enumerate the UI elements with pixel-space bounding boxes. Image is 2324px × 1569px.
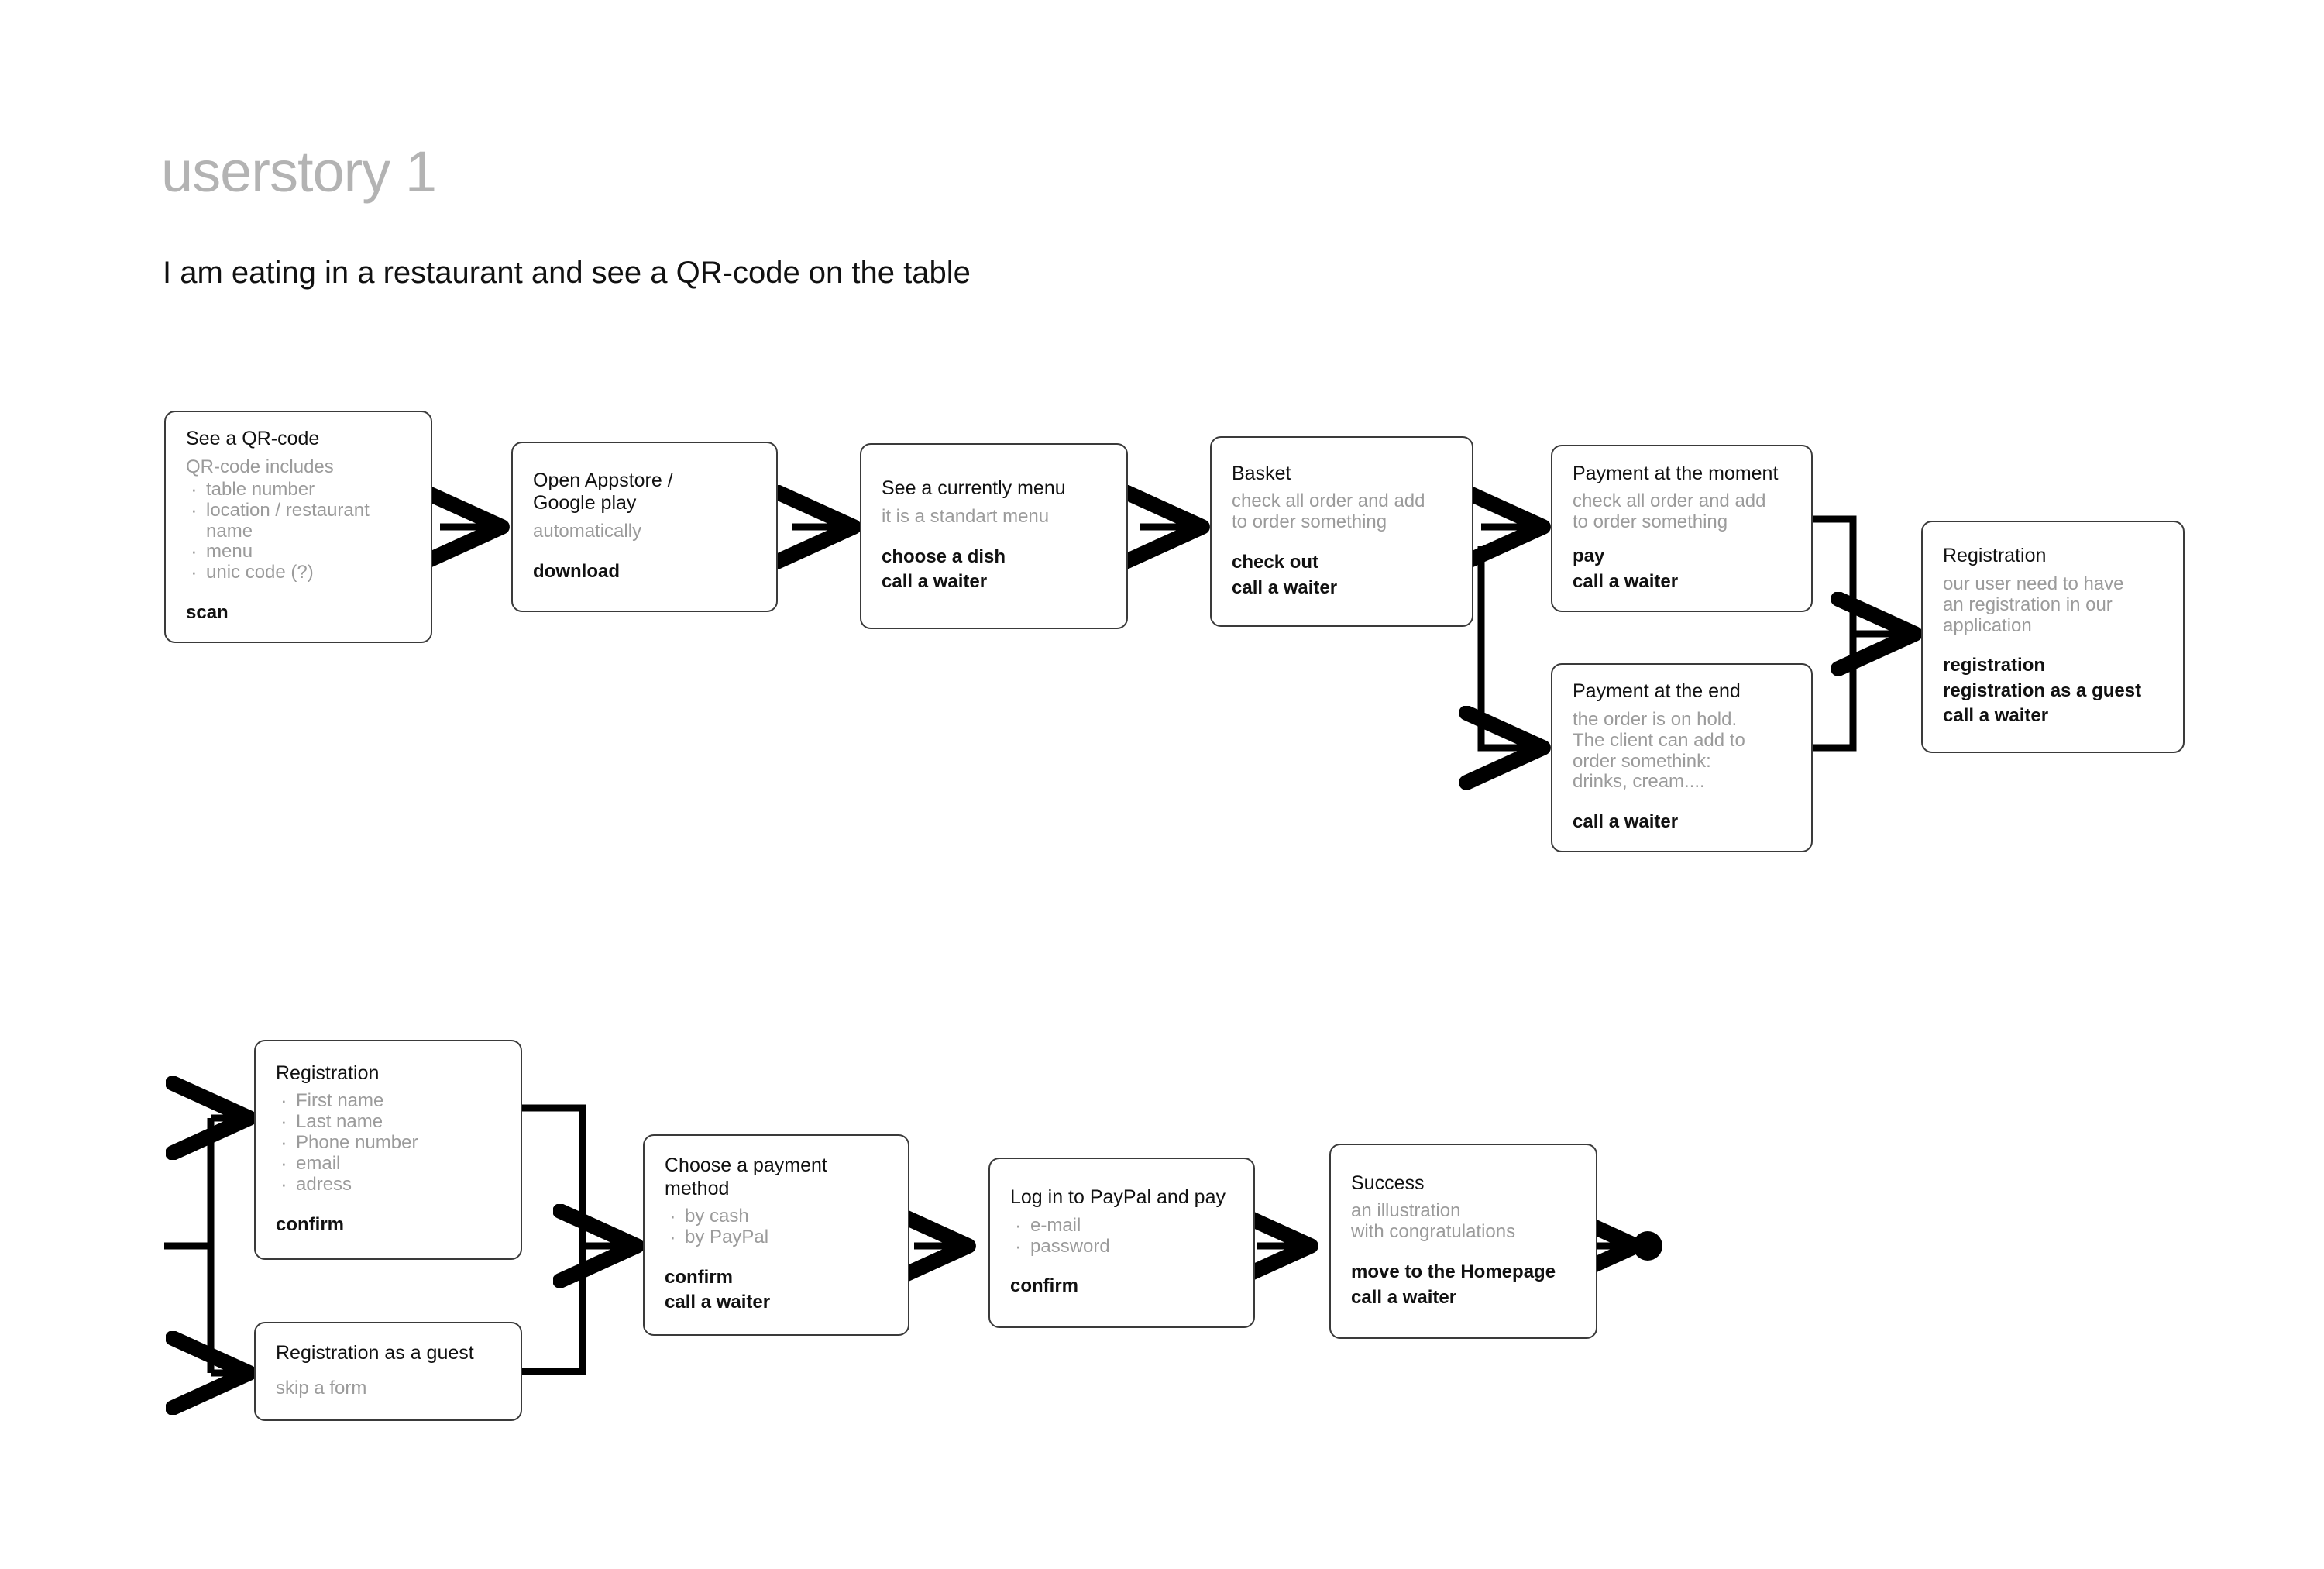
node-bullet-list: First name Last name Phone number email … [276,1089,502,1196]
list-item: e-mail [1015,1214,1235,1237]
node-title: Choose a payment method [665,1154,827,1199]
action-scan[interactable]: scan [186,602,229,624]
action-registration-as-a-guest[interactable]: registration as a guest [1943,680,2142,701]
node-title: Open Appstore / Google play [533,469,673,514]
node-description: QR-code includes [186,456,334,477]
node-bullet-list: e-mail password [1010,1214,1235,1258]
list-item: by PayPal [669,1226,889,1248]
node-title: Registration [276,1061,380,1084]
node-actions: download [533,559,758,584]
node-actions: confirm call a waiter [665,1265,889,1316]
node-see-qr-code[interactable]: See a QR-code QR-code includes table num… [164,411,432,643]
list-item: First name [280,1089,502,1112]
node-description: the order is on hold. The client can add… [1573,708,1745,793]
node-payment-at-the-moment[interactable]: Payment at the moment check all order an… [1551,445,1813,612]
node-description: check all order and add to order somethi… [1232,490,1425,533]
node-bullet-list: by cash by PayPal [665,1205,889,1248]
node-registration-summary[interactable]: Registration our user need to have an re… [1921,521,2185,753]
trunk-bottom-merge [521,1104,586,1375]
list-item: password [1015,1235,1235,1258]
trunk-basket-split [1477,546,1522,752]
list-item: adress [280,1173,502,1196]
end-node-marker [1633,1231,1662,1261]
list-item: menu [191,540,412,563]
node-actions: confirm [1010,1274,1235,1299]
action-call-a-waiter[interactable]: call a waiter [1232,576,1338,598]
action-registration[interactable]: registration [1943,655,2046,676]
node-description: check all order and add to order somethi… [1573,490,1766,533]
list-item: Phone number [280,1131,502,1154]
node-description: an illustration with congratulations [1351,1200,1516,1243]
list-item: Last name [280,1110,502,1133]
action-choose-a-dish[interactable]: choose a dish [882,545,1006,567]
node-actions: confirm [276,1213,502,1237]
node-description: it is a standart menu [882,505,1050,527]
action-call-a-waiter[interactable]: call a waiter [1351,1286,1457,1308]
page-subtitle: I am eating in a restaurant and see a QR… [163,256,971,290]
action-confirm[interactable]: confirm [665,1266,734,1288]
action-call-a-waiter[interactable]: call a waiter [882,571,988,593]
list-item: unic code (?) [191,561,412,583]
node-registration-as-a-guest[interactable]: Registration as a guest skip a form [254,1322,522,1421]
node-success[interactable]: Success an illustration with congratulat… [1329,1144,1597,1339]
node-title: Log in to PayPal and pay [1010,1186,1226,1209]
node-basket[interactable]: Basket check all order and add to order … [1210,436,1473,627]
node-actions: registration registration as a guest cal… [1943,653,2164,728]
action-check-out[interactable]: check out [1232,552,1319,573]
action-call-a-waiter[interactable]: call a waiter [1573,811,1679,833]
node-see-currently-menu[interactable]: See a currently menu it is a standart me… [860,443,1128,629]
node-payment-at-the-end[interactable]: Payment at the end the order is on hold.… [1551,663,1813,852]
node-registration-form[interactable]: Registration First name Last name Phone … [254,1040,522,1260]
action-confirm[interactable]: confirm [1010,1275,1079,1297]
node-choose-payment-method[interactable]: Choose a payment method by cash by PayPa… [643,1134,909,1336]
action-pay[interactable]: pay [1573,545,1605,567]
node-open-appstore[interactable]: Open Appstore / Google play automaticall… [511,442,778,612]
list-item: email [280,1152,502,1175]
node-actions: scan [186,600,412,625]
node-description: skip a form [276,1378,367,1399]
node-bullet-list: table number location / restaurant name … [186,478,412,583]
list-item: location / restaurant name [191,499,412,542]
node-title: See a currently menu [882,477,1066,500]
node-title: Success [1351,1172,1425,1194]
page-title: userstory 1 [161,139,437,204]
node-title: Registration as a guest [276,1341,474,1364]
node-title: See a QR-code [186,428,320,450]
action-call-a-waiter[interactable]: call a waiter [1573,570,1679,592]
node-actions: choose a dish call a waiter [882,545,1108,595]
action-move-to-homepage[interactable]: move to the Homepage [1351,1261,1556,1283]
list-item: table number [191,478,412,501]
node-title: Payment at the moment [1573,462,1779,484]
action-confirm[interactable]: confirm [276,1213,345,1235]
node-title: Basket [1232,462,1291,484]
node-actions: check out call a waiter [1232,550,1453,600]
node-description: our user need to have an registration in… [1943,573,2124,636]
node-actions: pay call a waiter [1573,544,1793,594]
action-call-a-waiter[interactable]: call a waiter [1943,705,2049,727]
node-description: automatically [533,520,642,542]
node-log-in-paypal[interactable]: Log in to PayPal and pay e-mail password… [988,1158,1255,1328]
list-item: by cash [669,1205,889,1227]
node-actions: move to the Homepage call a waiter [1351,1260,1577,1310]
action-call-a-waiter[interactable]: call a waiter [665,1292,771,1313]
node-actions: call a waiter [1573,810,1793,834]
node-title: Payment at the end [1573,680,1741,703]
action-download[interactable]: download [533,560,620,582]
trunk-payment-merge [1813,515,1857,752]
node-title: Registration [1943,545,2047,567]
